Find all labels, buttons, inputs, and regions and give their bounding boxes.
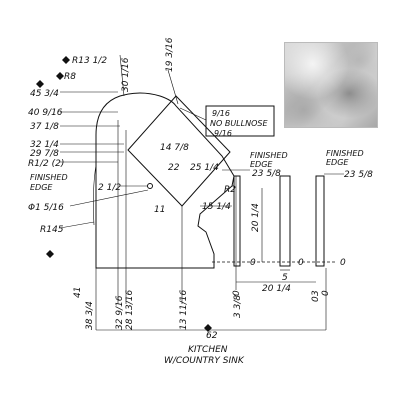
label-zero-a: 0 xyxy=(250,258,256,268)
label-finished-left-2: EDGE xyxy=(30,183,53,192)
label-5: 5 xyxy=(282,273,288,283)
label-zero-f: 0 xyxy=(321,290,331,296)
label-r145: R145 xyxy=(40,225,64,235)
label-23a: 23 5/8 xyxy=(252,169,281,179)
label-r12: R1/2 (2) xyxy=(28,159,64,169)
diamond-marker xyxy=(36,80,44,88)
label-r13: R13 1/2 xyxy=(72,56,107,66)
label-2: 2 1/2 xyxy=(98,183,121,193)
label-19: 19 3/16 xyxy=(165,37,175,72)
label-nb-top: 9/16 xyxy=(212,109,230,118)
label-38: 38 3/4 xyxy=(85,301,95,330)
label-45: 45 3/4 xyxy=(30,89,59,99)
title-line-2: W/COUNTRY SINK xyxy=(164,356,245,366)
diamond-marker xyxy=(56,72,64,80)
label-finished-left-1: FINISHED xyxy=(30,173,68,182)
label-23b: 23 5/8 xyxy=(344,170,373,180)
label-zero-e: 0 xyxy=(311,296,321,302)
label-hole: Φ1 5/16 xyxy=(28,203,64,213)
label-finished-right-1: FINISHED xyxy=(326,149,364,158)
label-finished-mid-1: FINISHED xyxy=(250,151,288,160)
diamond-marker xyxy=(46,250,54,258)
label-r8: R8 xyxy=(64,72,76,82)
label-finished-right-2: EDGE xyxy=(326,158,349,167)
label-finished-mid-2: EDGE xyxy=(250,160,273,169)
finished-edge-arc xyxy=(93,164,97,226)
no-bullnose-box xyxy=(205,105,275,137)
label-20: 20 1/4 xyxy=(251,203,261,232)
label-3v: 3 3/8 xyxy=(233,295,243,318)
label-zero-c: 0 xyxy=(340,258,346,268)
label-32v: 32 9/16 xyxy=(115,295,125,330)
label-62: 62 xyxy=(206,331,218,341)
side-panel-a xyxy=(279,175,291,267)
label-r2: R2 xyxy=(224,185,236,195)
diamond-marker xyxy=(62,56,70,64)
label-zero-b: 0 xyxy=(298,258,304,268)
stone-swatch-image xyxy=(284,42,378,128)
countertop-outline xyxy=(95,92,235,269)
label-zero-d: 0 xyxy=(232,290,242,296)
side-panel-b xyxy=(315,175,325,267)
label-11: 11 xyxy=(154,205,165,215)
label-nb-bot: 9/16 xyxy=(214,129,232,138)
label-40: 40 9/16 xyxy=(28,108,63,118)
label-41: 41 xyxy=(73,287,83,298)
faucet-hole xyxy=(147,183,153,189)
label-29: 29 7/8 xyxy=(30,149,59,159)
label-3: 3 xyxy=(311,290,321,296)
label-30: 30 1/16 xyxy=(121,57,131,92)
side-strip-left xyxy=(233,175,241,267)
label-25: 25 1/4 xyxy=(190,163,219,173)
label-14: 14 7/8 xyxy=(160,143,189,153)
label-13v: 13 11/16 xyxy=(179,289,189,330)
label-15: 15 1/4 xyxy=(202,202,231,212)
label-32: 32 1/4 xyxy=(30,140,59,150)
diamond-marker xyxy=(204,324,212,332)
label-nb-mid: NO BULLNOSE xyxy=(210,119,268,128)
title-line-1: KITCHEN xyxy=(188,345,228,355)
label-28v: 28 13/16 xyxy=(125,289,135,330)
label-20b: 20 1/4 xyxy=(262,284,291,294)
label-37: 37 1/8 xyxy=(30,122,59,132)
sink-cutout xyxy=(127,95,231,207)
label-22: 22 xyxy=(168,163,180,173)
